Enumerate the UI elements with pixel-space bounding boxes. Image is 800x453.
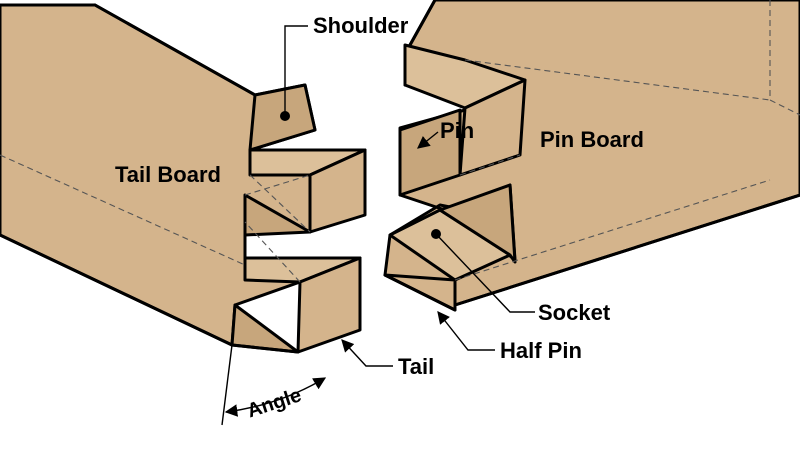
shoulder-label: Shoulder <box>313 13 409 38</box>
tail-board-outline <box>0 3 300 354</box>
pin-board-outline <box>383 0 800 312</box>
angle-reference-line <box>221 344 233 426</box>
pin-board <box>383 0 800 312</box>
pin-board-hidden-lines <box>454 0 800 281</box>
pin-board-label: Pin Board <box>540 127 644 152</box>
upper-tail-end <box>308 148 367 234</box>
lower-tail-end <box>296 256 362 354</box>
shoulder-leader <box>284 25 308 116</box>
pin-leader <box>417 131 439 149</box>
socket-leader <box>435 233 535 313</box>
annotations: Shoulder Tail Board Pin Pin Board Socket… <box>115 13 644 426</box>
pin-label: Pin <box>440 118 474 143</box>
socket-label: Socket <box>538 300 611 325</box>
tail-board-hidden-lines <box>0 154 311 283</box>
tail-board-label: Tail Board <box>115 162 221 187</box>
angle-label: Angle <box>244 384 304 422</box>
tail-board <box>0 3 367 354</box>
socket-side <box>438 183 517 264</box>
half-pin-label: Half Pin <box>500 338 582 363</box>
tail-socket-face <box>243 193 312 237</box>
tail-leader <box>341 339 393 367</box>
half-pin-leader <box>437 311 495 351</box>
angle-arc <box>224 377 327 417</box>
tail-label: Tail <box>398 354 434 379</box>
